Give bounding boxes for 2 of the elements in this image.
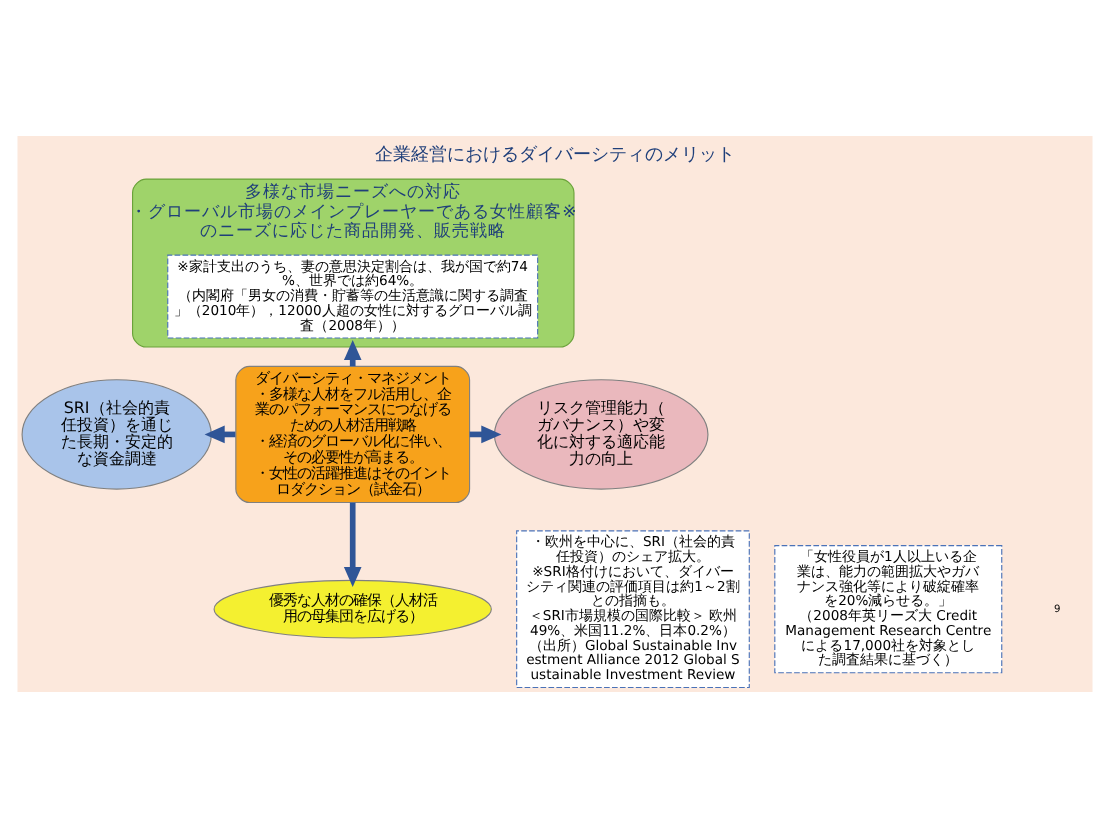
arrow: [343, 502, 362, 588]
diagram-title: 企業経営におけるダイバーシティのメリット: [375, 145, 735, 166]
